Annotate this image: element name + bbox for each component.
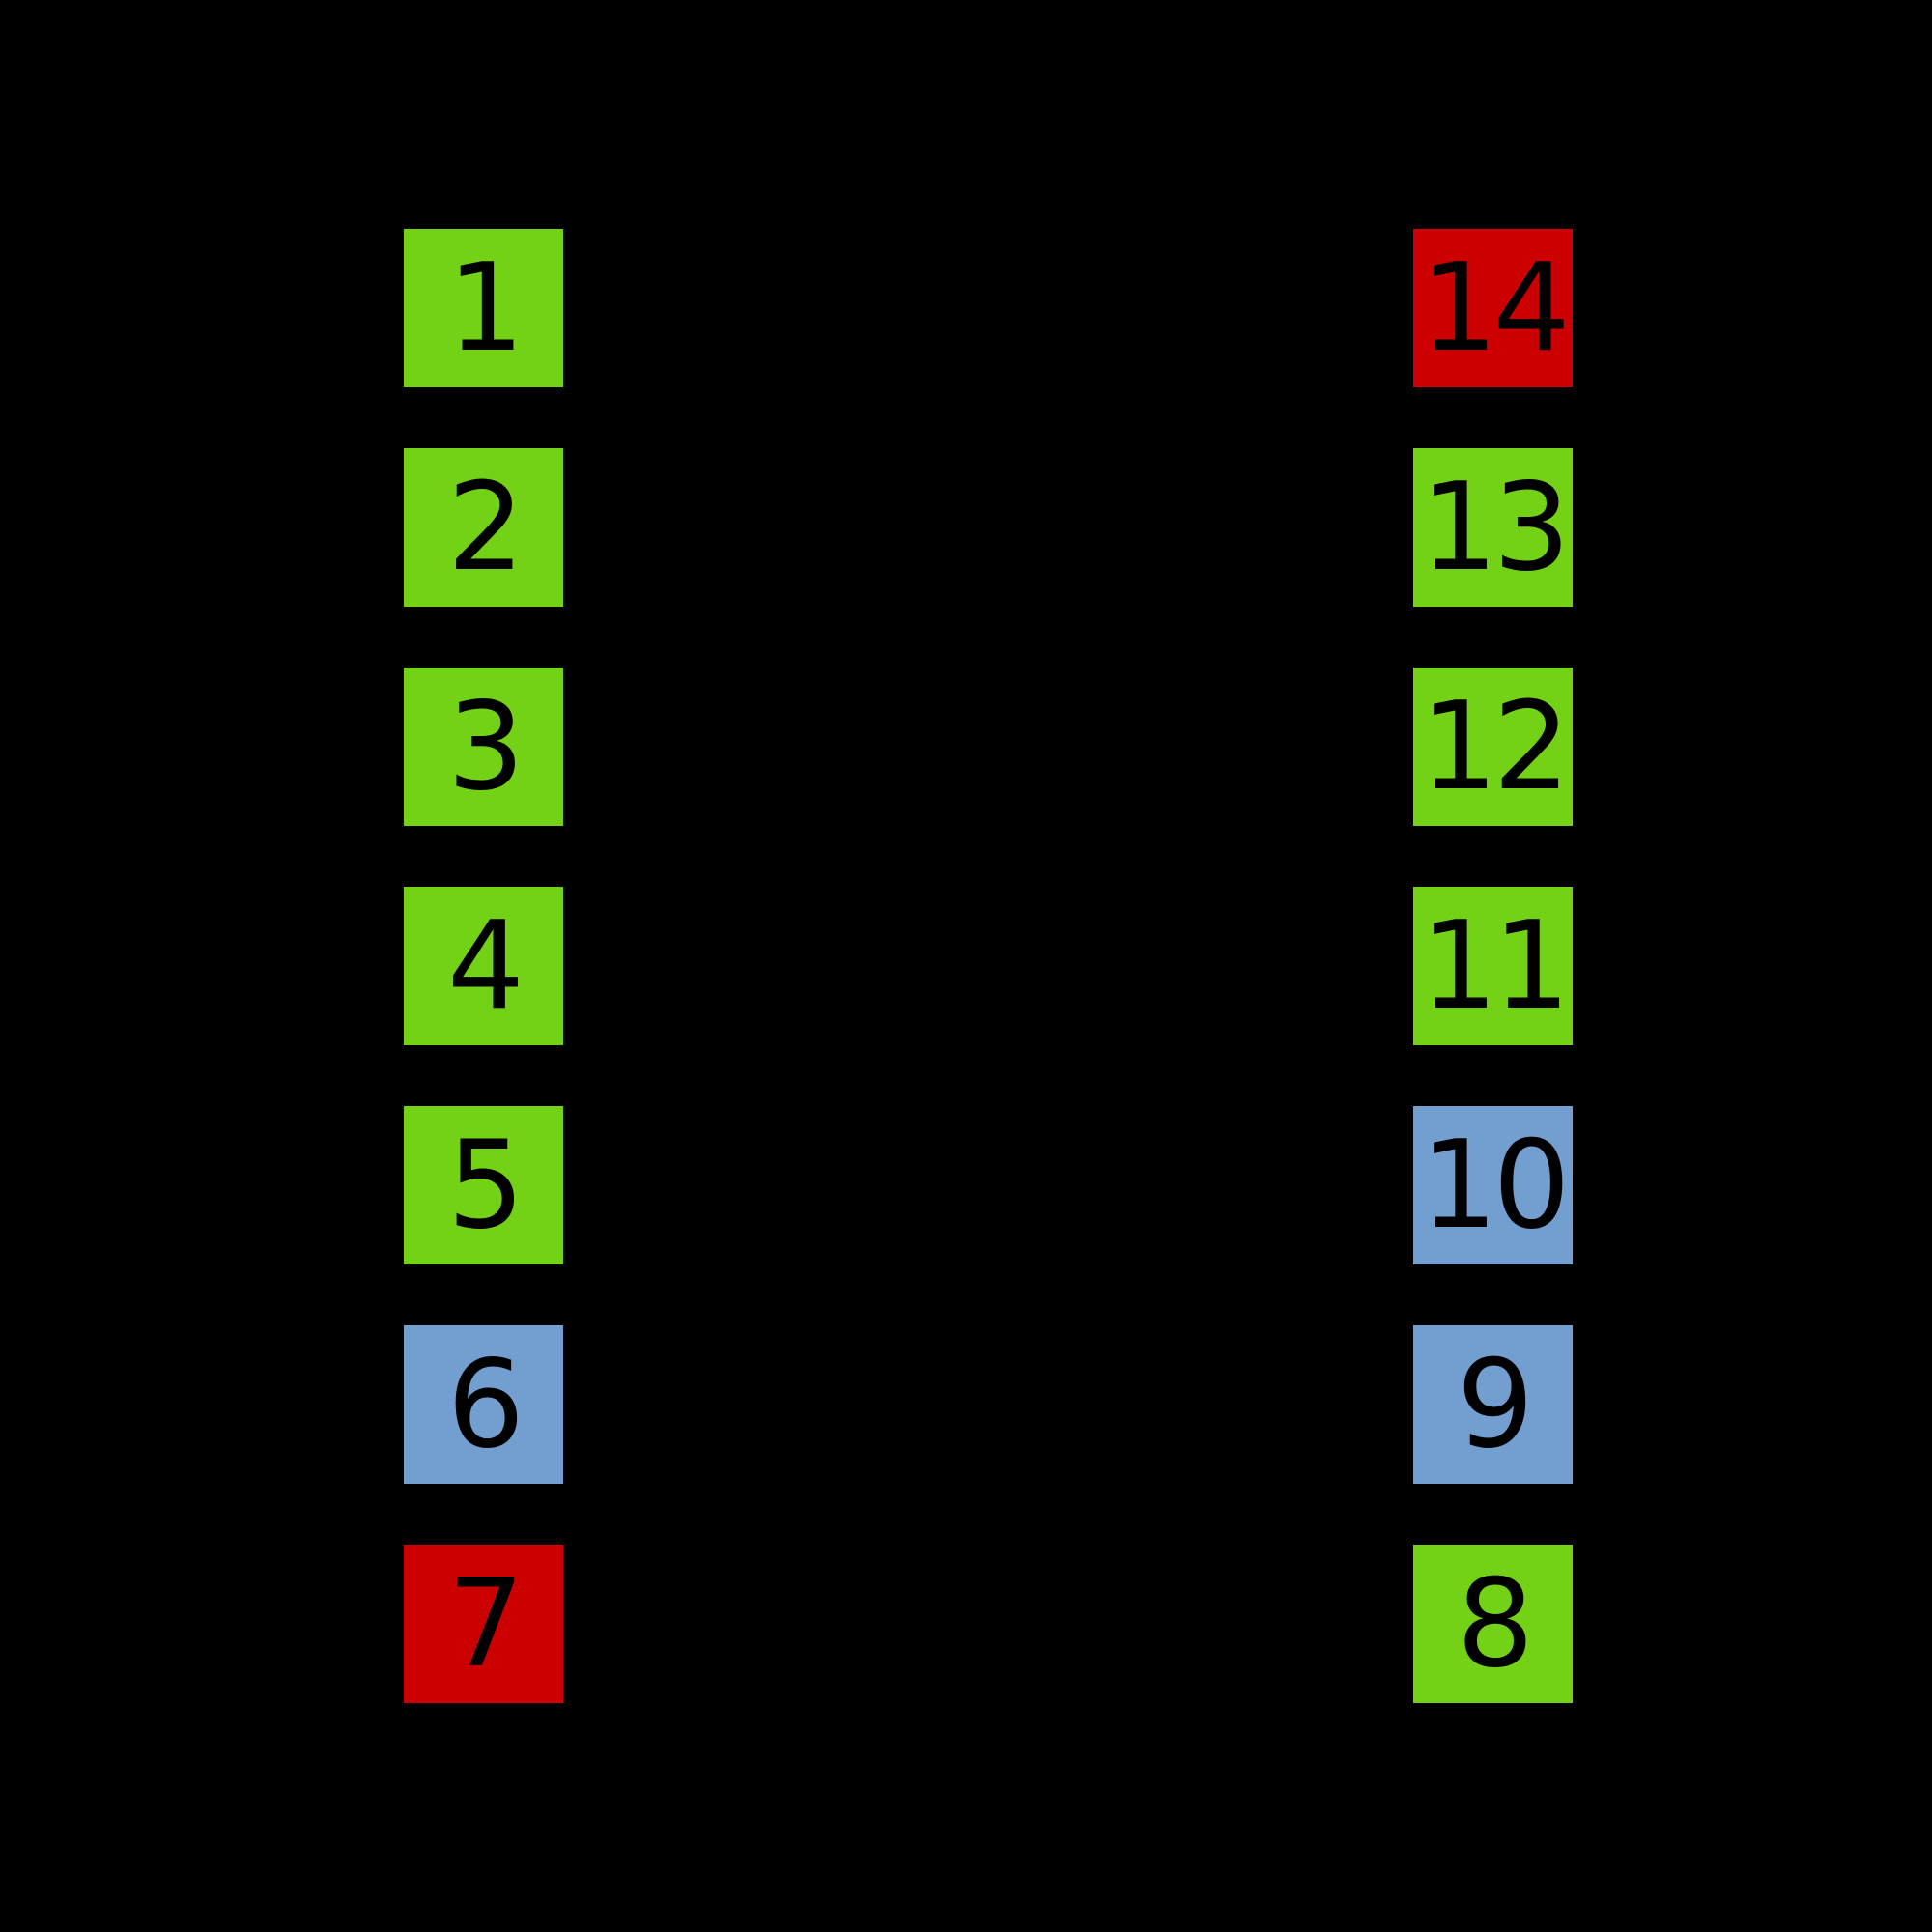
pin-number-label: 7 [446,1552,525,1694]
pin-square-12: 12 [1413,668,1573,826]
pin-column-left: 1 2 3 4 5 6 7 [404,229,563,1703]
pin-number-label: 12 [1420,675,1570,817]
pin-column-right: 14 13 12 11 10 9 8 [1413,229,1573,1703]
pin-square-14: 14 [1413,229,1573,387]
pin-number-label: 6 [446,1333,525,1475]
pin-square-7: 7 [404,1545,563,1703]
pin-square-4: 4 [404,887,563,1045]
pin-number-label: 8 [1456,1552,1534,1694]
pin-square-9: 9 [1413,1325,1573,1484]
pin-number-label: 11 [1420,895,1570,1037]
pin-number-label: 2 [446,456,525,598]
pin-number-label: 10 [1420,1114,1570,1256]
pin-number-label: 13 [1420,456,1570,598]
pin-square-10: 10 [1413,1106,1573,1264]
pin-square-13: 13 [1413,448,1573,607]
pin-number-label: 1 [446,237,525,379]
pin-square-2: 2 [404,448,563,607]
pin-square-6: 6 [404,1325,563,1484]
pin-number-label: 3 [446,675,525,817]
pin-square-1: 1 [404,229,563,387]
pin-square-3: 3 [404,668,563,826]
pin-square-5: 5 [404,1106,563,1264]
pin-number-label: 4 [446,895,525,1037]
pin-number-label: 5 [446,1114,525,1256]
pin-square-8: 8 [1413,1545,1573,1703]
pin-square-11: 11 [1413,887,1573,1045]
pin-number-label: 14 [1420,237,1570,379]
pin-number-label: 9 [1456,1333,1534,1475]
